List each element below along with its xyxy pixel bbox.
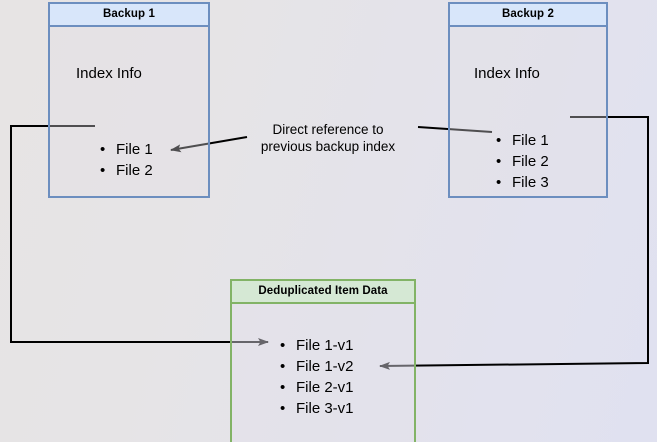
node-deduplicated-file-list: File 1-v1 File 1-v2 File 2-v1 File 3-v1 — [280, 335, 354, 419]
list-item: File 3-v1 — [280, 398, 354, 419]
edge-label-direct-reference: Direct reference to previous backup inde… — [260, 122, 396, 154]
list-item: File 1-v1 — [280, 335, 354, 356]
list-item: File 1 — [100, 139, 153, 160]
list-item: File 2-v1 — [280, 377, 354, 398]
node-backup2[interactable]: Backup 2 Index Info File 1 File 2 File 3 — [448, 2, 608, 198]
list-item: File 1-v2 — [280, 356, 354, 377]
node-backup1[interactable]: Backup 1 Index Info File 1 File 2 — [48, 2, 210, 198]
list-item: File 2 — [496, 151, 549, 172]
node-deduplicated-body: File 1-v1 File 1-v2 File 2-v1 File 3-v1 — [232, 304, 414, 442]
node-deduplicated-item-data[interactable]: Deduplicated Item Data File 1-v1 File 1-… — [230, 279, 416, 442]
node-backup2-body: Index Info File 1 File 2 File 3 — [450, 27, 606, 196]
node-backup1-body: Index Info File 1 File 2 — [50, 27, 208, 196]
list-item: File 3 — [496, 172, 549, 193]
node-backup1-subtitle: Index Info — [76, 65, 142, 82]
list-item: File 1 — [496, 130, 549, 151]
node-deduplicated-title: Deduplicated Item Data — [232, 281, 414, 304]
node-backup1-file-list: File 1 File 2 — [100, 139, 153, 181]
list-item: File 2 — [100, 160, 153, 181]
node-backup2-subtitle: Index Info — [474, 65, 540, 82]
node-backup2-file-list: File 1 File 2 File 3 — [496, 130, 549, 193]
node-backup1-title: Backup 1 — [50, 4, 208, 27]
node-backup2-title: Backup 2 — [450, 4, 606, 27]
